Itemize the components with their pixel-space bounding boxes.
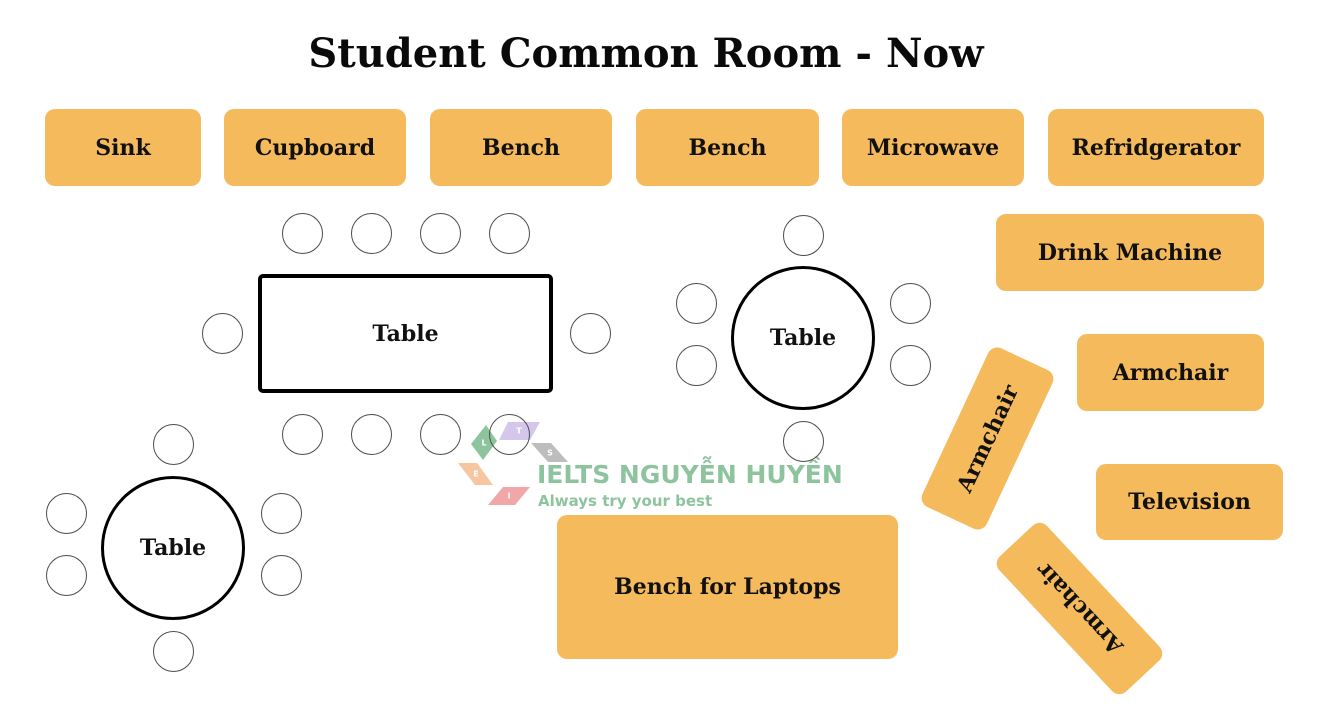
- cupboard-label: Cupboard: [254, 134, 376, 161]
- chair: [488, 413, 530, 455]
- armchair-label: Armchair: [951, 380, 1024, 497]
- bench-label: Bench: [482, 134, 560, 161]
- armchair-label: Armchair: [1112, 359, 1229, 386]
- chair: [350, 212, 392, 254]
- table-label: Table: [139, 535, 207, 561]
- chair: [350, 413, 392, 455]
- watermark-tagline: Always try your best: [538, 492, 713, 510]
- watermark-brand: IELTS NGUYỄN HUYỀN: [537, 460, 843, 489]
- chair: [889, 344, 931, 386]
- page-title: Student Common Room - Now: [308, 30, 984, 77]
- table-label: Table: [372, 320, 439, 347]
- drink-machine: Drink Machine: [996, 214, 1264, 291]
- chair: [782, 214, 824, 256]
- chair: [281, 413, 323, 455]
- chair: [782, 420, 824, 462]
- sink: Sink: [45, 109, 201, 186]
- chair: [889, 282, 931, 324]
- refrigerator-label: Refridgerator: [1071, 134, 1241, 161]
- chair: [488, 212, 530, 254]
- bench-label: Bench: [688, 134, 767, 161]
- chair: [569, 312, 611, 354]
- chair: [45, 554, 87, 596]
- logo-letter-i: I: [508, 492, 511, 501]
- table-label: Table: [769, 325, 837, 351]
- chair: [152, 630, 194, 672]
- logo-tile-e: [458, 463, 493, 485]
- television: Television: [1096, 464, 1283, 540]
- logo-letter-e: E: [473, 470, 478, 479]
- bench-right: Bench: [636, 109, 819, 186]
- logo-letter-s: S: [547, 449, 553, 458]
- chair: [419, 212, 461, 254]
- microwave-label: Microwave: [866, 134, 1000, 161]
- chair: [419, 413, 461, 455]
- round-table-middle: Table: [731, 266, 875, 410]
- armchair: Armchair: [1077, 334, 1264, 411]
- chair: [260, 492, 302, 534]
- angled-armchair-upper: Armchair: [918, 344, 1057, 533]
- chair: [152, 423, 194, 465]
- bench-for-laptops-label: Bench for Laptops: [614, 574, 841, 600]
- microwave: Microwave: [842, 109, 1024, 186]
- logo-letter-l: L: [481, 439, 486, 448]
- bench-left: Bench: [430, 109, 612, 186]
- chair: [281, 212, 323, 254]
- drink-machine-label: Drink Machine: [1037, 239, 1223, 266]
- chair: [201, 312, 243, 354]
- rectangular-table: Table: [258, 274, 553, 393]
- television-label: Television: [1128, 489, 1251, 515]
- chair: [45, 492, 87, 534]
- chair: [260, 554, 302, 596]
- logo-tile-s: [531, 443, 568, 462]
- cupboard: Cupboard: [224, 109, 406, 186]
- round-table-bottom-left: Table: [101, 476, 245, 620]
- chair: [675, 282, 717, 324]
- angled-armchair-lower: Armchair: [992, 518, 1167, 699]
- bench-for-laptops: Bench for Laptops: [557, 515, 898, 659]
- sink-label: Sink: [95, 134, 151, 161]
- logo-tile-i: [488, 487, 530, 505]
- armchair-label: Armchair: [1030, 557, 1129, 660]
- refrigerator: Refridgerator: [1048, 109, 1264, 186]
- chair: [675, 344, 717, 386]
